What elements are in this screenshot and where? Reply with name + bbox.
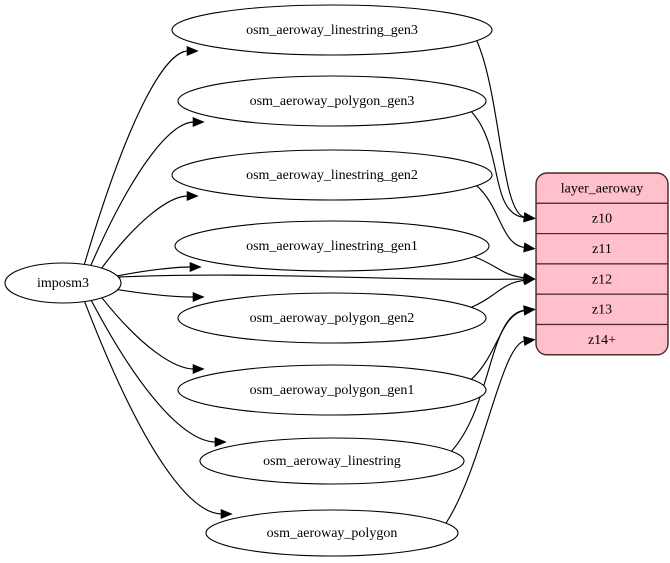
edge-osm_aeroway_polygon_gen3-to-z10 <box>470 111 526 219</box>
arrowhead-imposm3-to-z12 <box>523 273 536 285</box>
node-osm_aeroway_linestring_gen3[interactable]: osm_aeroway_linestring_gen3 <box>171 4 493 56</box>
node-ellipse-osm_aeroway_polygon_gen3[interactable] <box>177 75 487 127</box>
table-row-label-z11: z11 <box>592 242 612 257</box>
edge-osm_aeroway_polygon_gen2-to-z12 <box>471 279 526 308</box>
node-ellipse-osm_aeroway_linestring_gen3[interactable] <box>171 4 493 56</box>
edge-imposm3-to-osm_aeroway_polygon <box>83 301 223 515</box>
node-label-osm_aeroway_linestring_gen2: osm_aeroway_linestring_gen2 <box>246 168 418 183</box>
node-label-osm_aeroway_polygon: osm_aeroway_polygon <box>267 526 398 541</box>
arrowhead-osm_aeroway_linestring-to-z13 <box>523 305 536 316</box>
node-osm_aeroway_polygon_gen2[interactable]: osm_aeroway_polygon_gen2 <box>177 292 487 344</box>
arrowhead-osm_aeroway_polygon_gen3-to-z10 <box>523 212 536 223</box>
edge-osm_aeroway_linestring-to-z13 <box>451 309 526 452</box>
layer-aeroway-table: layer_aeroway z10 z11 z12 z13 z14+ <box>536 173 668 355</box>
table-node-layer: layer_aeroway z10 z11 z12 z13 z14+ <box>535 172 669 356</box>
arrowhead-imposm3-to-osm_aeroway_linestring_gen2 <box>186 190 199 202</box>
node-imposm3[interactable]: imposm3 <box>4 262 122 304</box>
edge-imposm3-to-osm_aeroway_linestring <box>90 299 217 443</box>
table-row-label-z14: z14+ <box>588 333 616 348</box>
node-osm_aeroway_linestring_gen1[interactable]: osm_aeroway_linestring_gen1 <box>174 220 490 272</box>
edge-osm_aeroway_linestring_gen3-to-z10 <box>476 40 526 218</box>
edge-osm_aeroway_polygon-to-z14 <box>445 340 526 524</box>
arrowhead-imposm3-to-osm_aeroway_polygon <box>220 508 233 520</box>
table-row-label-z13: z13 <box>592 303 612 318</box>
node-osm_aeroway_polygon[interactable]: osm_aeroway_polygon <box>205 509 459 557</box>
table-outer-border <box>535 172 669 356</box>
edge-imposm3-to-z12 <box>118 274 526 280</box>
node-label-osm_aeroway_linestring_gen3: osm_aeroway_linestring_gen3 <box>246 23 418 38</box>
table-row-label-z12: z12 <box>592 272 612 287</box>
arrowhead-imposm3-to-osm_aeroway_polygon_gen1 <box>192 363 205 375</box>
arrowhead-imposm3-to-osm_aeroway_linestring <box>214 436 227 448</box>
table-row-z11[interactable] <box>536 233 668 265</box>
node-label-osm_aeroway_polygon_gen3: osm_aeroway_polygon_gen3 <box>250 94 415 109</box>
node-osm_aeroway_polygon_gen1[interactable]: osm_aeroway_polygon_gen1 <box>177 364 487 416</box>
node-ellipse-osm_aeroway_linestring_gen1[interactable] <box>174 220 490 272</box>
nodes-layer: osm_aeroway_linestring_gen3 osm_aeroway_p… <box>4 4 493 557</box>
edge-imposm3-to-osm_aeroway_polygon_gen3 <box>90 121 195 267</box>
node-ellipse-osm_aeroway_linestring_gen2[interactable] <box>171 149 493 201</box>
edge-imposm3-to-osm_aeroway_linestring_gen3 <box>83 50 189 265</box>
edge-osm_aeroway_linestring_gen2-to-z11 <box>476 185 526 249</box>
node-osm_aeroway_polygon_gen3[interactable]: osm_aeroway_polygon_gen3 <box>177 75 487 127</box>
table-row-label-z10: z10 <box>592 212 612 227</box>
edge-imposm3-to-osm_aeroway_linestring_gen2 <box>100 195 189 270</box>
node-label-osm_aeroway_linestring_gen1: osm_aeroway_linestring_gen1 <box>246 239 418 254</box>
edge-imposm3-to-osm_aeroway_polygon_gen2 <box>113 288 195 298</box>
node-osm_aeroway_linestring_gen2[interactable]: osm_aeroway_linestring_gen2 <box>171 149 493 201</box>
arrowhead-osm_aeroway_polygon-to-z14 <box>523 335 536 346</box>
table-row-z10[interactable] <box>536 202 668 235</box>
edge-osm_aeroway_linestring_gen1-to-z12 <box>473 256 526 279</box>
node-ellipse-osm_aeroway_polygon_gen2[interactable] <box>177 292 487 344</box>
node-ellipse-osm_aeroway_linestring[interactable] <box>199 437 465 485</box>
node-label-osm_aeroway_polygon_gen2: osm_aeroway_polygon_gen2 <box>250 311 415 326</box>
edge-imposm3-to-osm_aeroway_linestring_gen1 <box>113 266 192 278</box>
node-label-imposm3: imposm3 <box>37 276 89 291</box>
node-ellipse-osm_aeroway_polygon_gen1[interactable] <box>177 364 487 416</box>
node-label-osm_aeroway_polygon_gen1: osm_aeroway_polygon_gen1 <box>250 383 415 398</box>
node-ellipse-osm_aeroway_polygon[interactable] <box>205 509 459 557</box>
table-header-label: layer_aeroway <box>561 181 643 196</box>
edge-imposm3-to-osm_aeroway_polygon_gen1 <box>100 296 195 370</box>
arrowhead-imposm3-to-osm_aeroway_polygon_gen3 <box>192 116 205 128</box>
arrowhead-imposm3-to-osm_aeroway_polygon_gen2 <box>192 291 205 303</box>
table-row-z13[interactable] <box>536 293 668 326</box>
arrowhead-imposm3-to-osm_aeroway_linestring_gen1 <box>189 261 202 273</box>
node-osm_aeroway_linestring[interactable]: osm_aeroway_linestring <box>199 437 465 485</box>
edges-layer <box>83 40 536 524</box>
node-ellipse-imposm3[interactable] <box>4 262 122 304</box>
table-row-z14[interactable] <box>536 323 668 355</box>
arrowhead-osm_aeroway_linestring_gen2-to-z11 <box>523 242 536 253</box>
arrowhead-imposm3-to-osm_aeroway_linestring_gen3 <box>186 45 199 57</box>
node-label-osm_aeroway_linestring: osm_aeroway_linestring <box>263 454 401 469</box>
